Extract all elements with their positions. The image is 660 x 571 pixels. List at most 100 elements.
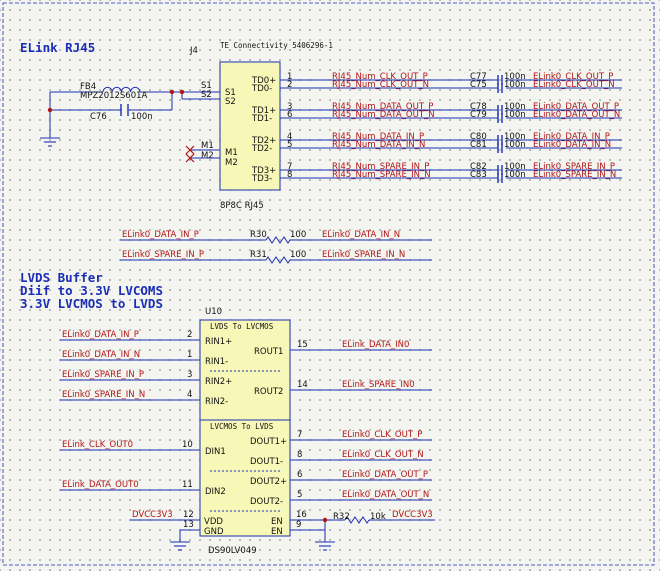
j4-row-6-pin-num: 6 [287,110,292,120]
j4-row-8-pin-label: TD3- [251,174,272,184]
resistor-r31 [265,256,291,264]
rx-out-net-15: ELink_DATA_IN0 [342,340,409,350]
j4-row-5-pin-label: TD2- [251,144,272,154]
rx-out-pin-num-15: 15 [297,340,308,350]
cap-C80-ref: C80 [470,132,487,142]
term-r30-ref: R30 [250,230,267,240]
term-r31-value: 100 [290,250,306,260]
r32-value: 10k [370,512,386,522]
tx-in-pin-label-11: DIN2 [205,487,226,497]
c76-value: 100n [131,112,153,122]
fb4-ref: FB4 [80,82,96,92]
vdd-net-label: DVCC3V3 [132,510,173,520]
rx-in-net-4: ELink0_SPARE_IN_N [62,390,145,400]
j4-row-3-pin-label: TD1+ [251,106,276,116]
u10-pin16-num: 16 [296,510,307,520]
rx-out-pin-label-15: ROUT1 [254,347,283,357]
tx-out-net-5: ELink0_DATA_OUT_N [342,490,429,500]
no-connect-markers [185,145,195,163]
j4-row-7-net-label: RJ45_Num_SPARE_IN_P [332,162,429,172]
j4-pin-s2-num: S2 [201,90,212,100]
tx-in-pin-num-10: 10 [182,440,193,450]
j4-row-6-out-net-label: ELink0_DATA_OUT_N [533,110,620,120]
rx-in-pin-label-3: RIN2+ [205,377,232,387]
j4-row-7-pin-label: TD3+ [251,166,276,176]
cap-C75-value: 100n [504,80,526,90]
rx-in-pin-label-4: RIN2- [205,397,228,407]
cap-C83-ref: C83 [470,170,487,180]
shield-ground-network [49,91,220,138]
rx-in-pin-label-1: RIN1- [205,357,228,367]
rx-in-pin-num-2: 2 [187,330,192,340]
j4-row-5-net-label: RJ45_Num_DATA_IN_N [332,140,425,150]
u10-block-rx: LVDS To LVCMOS [210,322,274,331]
cap-C79-value: 100n [504,110,526,120]
j4-row-7-pin-num: 7 [287,162,292,172]
c76-ref: C76 [90,112,107,122]
u10-pin13-num: 13 [183,520,194,530]
j4-row-7-out-net-label: ELink0_SPARE_IN_P [533,162,615,172]
lvds-subtitle-1: Diif to 3.3V LVCOMS [20,283,163,298]
j4-row-1-pin-num: 1 [287,72,292,82]
fb4-value: MPZ2012S601A [80,91,148,101]
rx-out-net-14: ELink_SPARE_IN0 [342,380,415,390]
cap-C80-value: 100n [504,132,526,142]
cap-C82-ref: C82 [470,162,487,172]
rx-in-pin-num-1: 1 [187,350,192,360]
ground-symbol-en [315,541,335,551]
tx-out-net-8: ELink0_CLK_OUT_N [342,450,424,460]
j4-row-3-pin-num: 3 [287,102,292,112]
tx-in-pin-label-10: DIN1 [205,447,226,457]
tx-in-pin-num-11: 11 [182,480,193,490]
j4-row-3-net-label: RJ45_Num_DATA_OUT_P [332,102,433,112]
tx-out-pin-label-8: DOUT1- [250,457,283,467]
resistor-r32 [344,516,370,524]
cap-C77-value: 100n [504,72,526,82]
term-r30-left-net: ELink0_DATA_IN_P [122,230,199,240]
j4-row-5-pin-num: 5 [287,140,292,150]
tx-out-pin-num-7: 7 [297,430,302,440]
tx-out-pin-num-8: 8 [297,450,302,460]
tx-out-pin-label-6: DOUT2+ [250,477,287,487]
term-r30-value: 100 [290,230,306,240]
j4-row-8-out-net-label: ELink0_SPARE_IN_N [533,170,616,180]
j4-row-5-out-net-label: ELink0_DATA_IN_N [533,140,611,150]
j4-row-1-net-label: RJ45_Num_CLK_OUT_P [332,72,428,82]
j4-row-1-pin-label: TD0+ [251,76,276,86]
tx-in-net-10: ELink_CLK_OUT0 [62,440,133,450]
junction-dots [47,89,185,113]
tx-out-net-6: ELink0_DATA_OUT_P [342,470,428,480]
rx-out-pin-num-14: 14 [297,380,308,390]
j4-row-6-net-label: RJ45_Num_DATA_OUT_N [332,110,435,120]
u10-body[interactable] [199,319,291,537]
term-r31-ref: R31 [250,250,267,260]
j4-pin-s1-num: S1 [201,81,212,91]
tx-out-pin-num-5: 5 [297,490,302,500]
j4-pin-s1-label: S1 [225,88,236,98]
tx-out-pin-label-7: DOUT1+ [250,437,287,447]
rx-in-net-2: ELink0_DATA_IN_P [62,330,139,340]
j4-pin-m1-num: M1 [201,141,214,151]
tx-out-pin-num-6: 6 [297,470,302,480]
rx-in-pin-num-3: 3 [187,370,192,380]
u10-en2-label: EN [271,527,283,537]
tx-out-pin-label-5: DOUT2- [250,497,283,507]
rx-in-pin-num-4: 4 [187,390,192,400]
u10-gnd-label: GND [204,527,224,537]
j4-row-4-pin-label: TD2+ [251,136,276,146]
rx-in-net-3: ELink0_SPARE_IN_P [62,370,144,380]
j4-row-2-net-label: RJ45_Num_CLK_OUT_N [332,80,429,90]
u10-vdd-label: VDD [204,517,223,527]
ferrite-bead-fb4 [102,86,141,93]
j4-row-8-net-label: RJ45_Num_SPARE_IN_N [332,170,431,180]
r32-ref: R32 [333,512,350,522]
rx-out-pin-label-14: ROUT2 [254,387,283,397]
j4-pin-s2-label: S2 [225,97,236,107]
lvds-buffer-title: LVDS Buffer [20,270,103,285]
j4-mount-pins [190,149,220,159]
connector-j4-body[interactable] [219,61,281,191]
